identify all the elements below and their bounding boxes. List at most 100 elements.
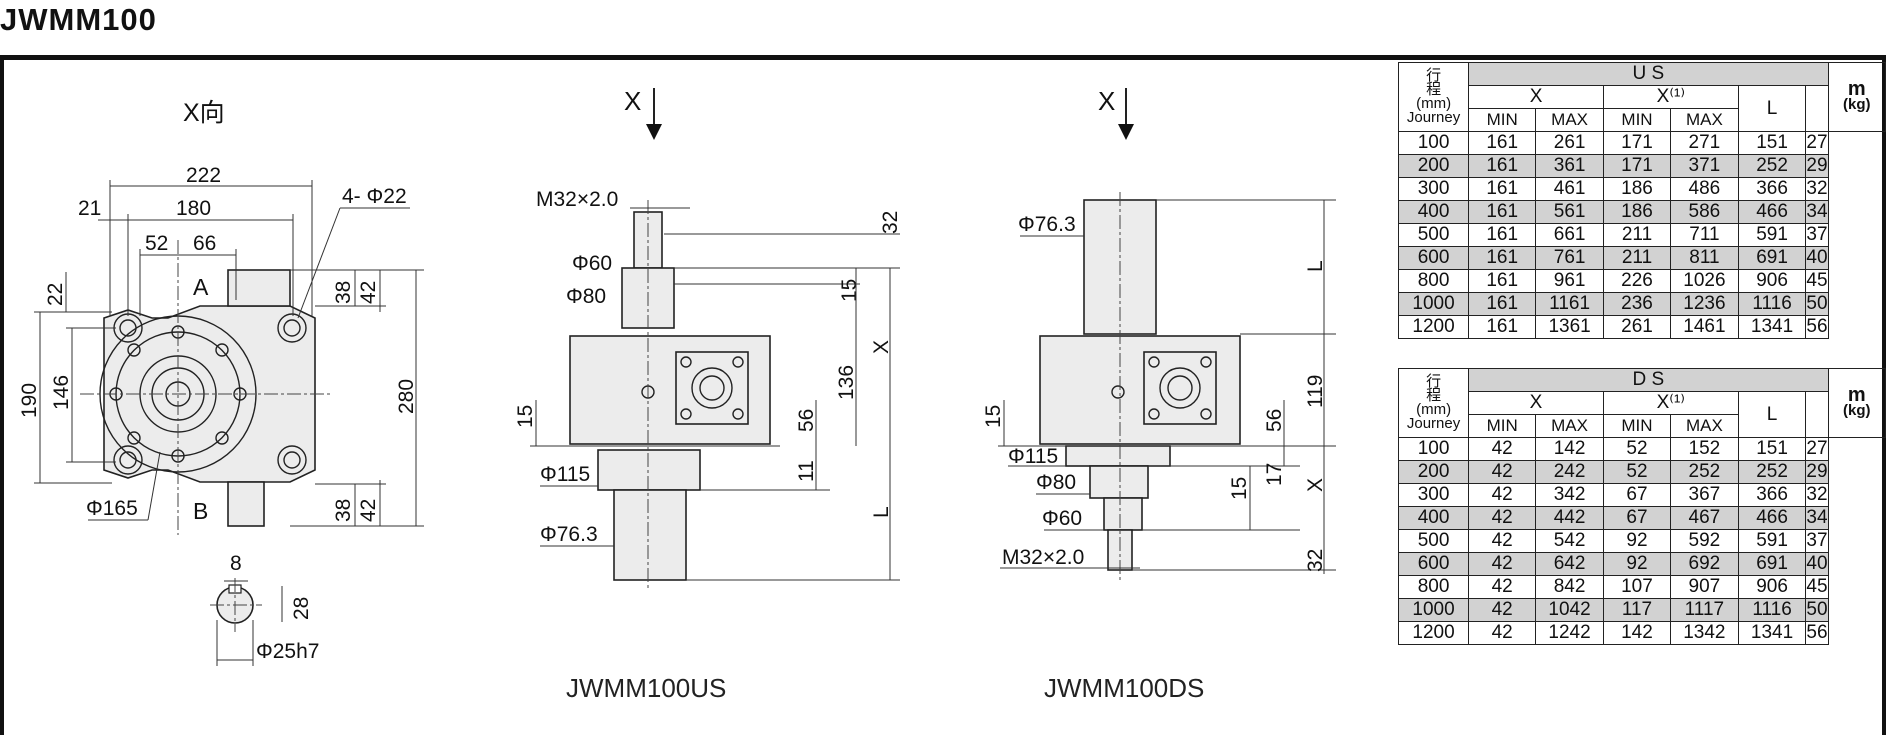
table-cell: 45 — [1805, 575, 1829, 599]
journey-cell: 1200 — [1397, 315, 1470, 339]
table-cell: 92 — [1602, 552, 1672, 576]
table-cell: 842 — [1535, 575, 1604, 599]
table-cell: 151 — [1737, 131, 1807, 155]
table-cell: 67 — [1602, 506, 1672, 530]
mass-unit: (kg) — [1843, 402, 1871, 419]
us-dim-15-top: 15 — [838, 279, 861, 302]
dim-222: 222 — [186, 164, 221, 187]
table-cell: 271 — [1670, 131, 1739, 155]
us-caption: JWMM100US — [566, 673, 726, 703]
table-cell: 50 — [1805, 292, 1829, 316]
dim-38-bottom: 38 — [332, 499, 355, 522]
table-cell: 252 — [1670, 460, 1739, 484]
table-cell: 1042 — [1535, 598, 1604, 622]
max-header: MAX — [1535, 414, 1604, 438]
label-A: A — [193, 274, 209, 300]
journey-cell: 200 — [1397, 154, 1470, 178]
journey-cell: 600 — [1397, 552, 1470, 576]
table-cell: 161 — [1468, 246, 1537, 270]
table-cell: 1361 — [1535, 315, 1604, 339]
table-cell: 152 — [1670, 437, 1739, 461]
table-cell: 961 — [1535, 269, 1604, 293]
max-header: MAX — [1670, 108, 1739, 132]
table-cell: 42 — [1468, 552, 1537, 576]
journey-cell: 100 — [1397, 131, 1470, 155]
table-cell: 1342 — [1670, 621, 1739, 645]
ds-dim-119: 119 — [1304, 375, 1327, 408]
journey-line: (mm) — [1416, 95, 1452, 112]
table-cell: 461 — [1535, 177, 1604, 201]
us-dim-136: 136 — [835, 365, 858, 400]
table-cell: 561 — [1535, 200, 1604, 224]
table-cell: 142 — [1602, 621, 1672, 645]
journey-cell: 600 — [1397, 246, 1470, 270]
dim-66: 66 — [193, 232, 216, 255]
mass-symbol: m — [1847, 78, 1866, 100]
table-cell: 366 — [1737, 177, 1807, 201]
table-cell: 37 — [1805, 529, 1829, 553]
table-cell: 42 — [1468, 529, 1537, 553]
table-cell: 1341 — [1737, 315, 1807, 339]
table-cell: 40 — [1805, 552, 1829, 576]
table-cell: 52 — [1602, 460, 1672, 484]
table-cell: 32 — [1805, 177, 1829, 201]
table-cell: 50 — [1805, 598, 1829, 622]
table-cell: 42 — [1468, 598, 1537, 622]
x1-header: X⁽¹⁾ — [1602, 391, 1739, 415]
table-cell: 107 — [1602, 575, 1672, 599]
ds-dim-32: 32 — [1304, 549, 1327, 572]
table-cell: 907 — [1670, 575, 1739, 599]
mass-header: m(kg) — [1827, 368, 1886, 438]
table-cell: 161 — [1468, 223, 1537, 247]
table-cell: 52 — [1602, 437, 1672, 461]
table-cell: 40 — [1805, 246, 1829, 270]
table-cell: 34 — [1805, 200, 1829, 224]
table-cell: 45 — [1805, 269, 1829, 293]
journey-cell: 400 — [1397, 506, 1470, 530]
table-cell: 467 — [1670, 506, 1739, 530]
table-cell: 761 — [1535, 246, 1604, 270]
table-cell: 486 — [1670, 177, 1739, 201]
table-cell: 42 — [1468, 460, 1537, 484]
ds-dim-15-left: 15 — [982, 405, 1005, 428]
table-cell: 151 — [1737, 437, 1807, 461]
table-cell: 1116 — [1737, 598, 1807, 622]
table-cell: 642 — [1535, 552, 1604, 576]
journey-line: 程 — [1426, 81, 1442, 98]
us-arrow-label: X — [624, 86, 641, 116]
table-cell: 171 — [1602, 131, 1672, 155]
ds-motor-flange — [1143, 351, 1217, 425]
min-header: MIN — [1602, 108, 1672, 132]
table-cell: 171 — [1602, 154, 1672, 178]
table-cell: 117 — [1602, 598, 1672, 622]
table-cell: 67 — [1602, 483, 1672, 507]
table-cell: 1116 — [1737, 292, 1807, 316]
dim-42-top: 42 — [357, 281, 380, 304]
table-cell: 361 — [1535, 154, 1604, 178]
dim-42-bottom: 42 — [357, 499, 380, 522]
table-cell: 34 — [1805, 506, 1829, 530]
max-header: MAX — [1670, 414, 1739, 438]
journey-line: Journey — [1406, 109, 1461, 126]
ds-dim-17: 17 — [1263, 463, 1286, 486]
table-cell: 342 — [1535, 483, 1604, 507]
journey-cell: 500 — [1397, 529, 1470, 553]
input-shaft-bottom — [227, 481, 265, 527]
min-header: MIN — [1468, 414, 1537, 438]
label-B: B — [193, 498, 208, 524]
us-dim-phi115: Φ115 — [540, 463, 590, 486]
us-dim-11: 11 — [795, 460, 818, 482]
table-cell: 42 — [1468, 621, 1537, 645]
table-cell: 366 — [1737, 483, 1807, 507]
journey-cell: 800 — [1397, 269, 1470, 293]
ds-dim-X: X — [1304, 478, 1327, 492]
us-dim-L: L — [870, 506, 893, 518]
us-spec-table: 行 程 (mm) Journey U S m(kg) X X⁽¹⁾ L MIN … — [1397, 62, 1886, 339]
